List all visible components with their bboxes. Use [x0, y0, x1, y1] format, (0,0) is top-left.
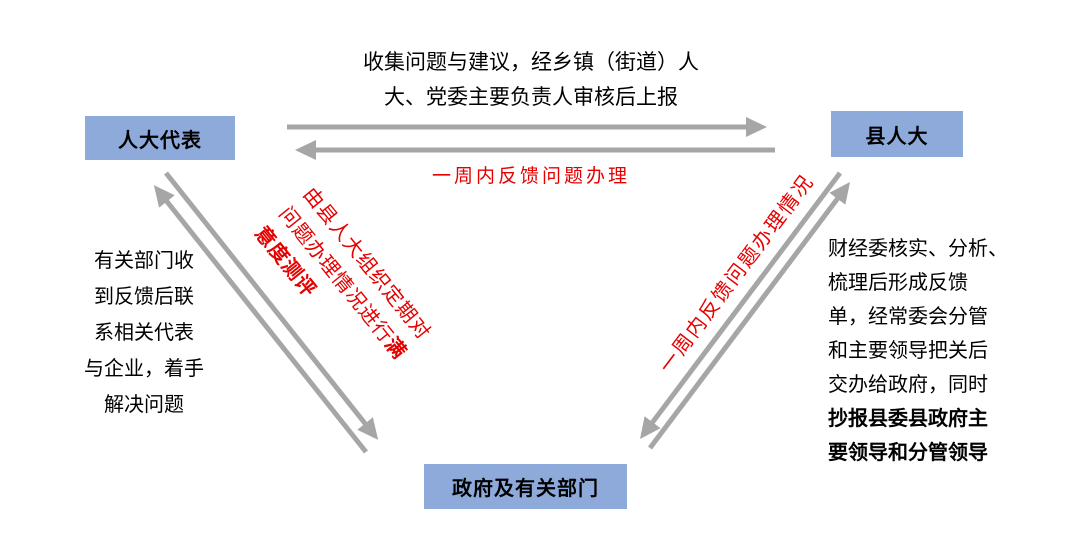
- top-flow-label: 收集问题与建议，经乡镇（街道）人 大、党委主要负责人审核后上报: [363, 51, 699, 109]
- node-government-departments: 政府及有关部门: [424, 464, 627, 509]
- arrow-county-to-gov: [639, 171, 842, 439]
- arrow-gov-to-county: [648, 182, 851, 450]
- top-feedback-label: 一周内反馈问题办理: [431, 166, 630, 187]
- right-side-note: 财经委核实、分析、 梳理后形成反馈 单，经常委会分管 和主要领导把关后 交办给政…: [828, 232, 1060, 470]
- right-side-note-normal: 财经委核实、分析、 梳理后形成反馈 单，经常委会分管 和主要领导把关后 交办给政…: [828, 238, 1008, 396]
- node-county-peoples-congress: 县人大: [831, 111, 963, 157]
- arrow-gov-to-rep: [153, 185, 368, 454]
- right-side-note-bold: 抄报县委县政府主 要领导和分管领导: [828, 408, 988, 464]
- arrow-rep-to-gov: [164, 171, 379, 440]
- node-npc-representatives: 人大代表: [85, 116, 235, 160]
- left-side-note: 有关部门收 到反馈后联 系相关代表 与企业，着手 解决问题: [84, 250, 204, 416]
